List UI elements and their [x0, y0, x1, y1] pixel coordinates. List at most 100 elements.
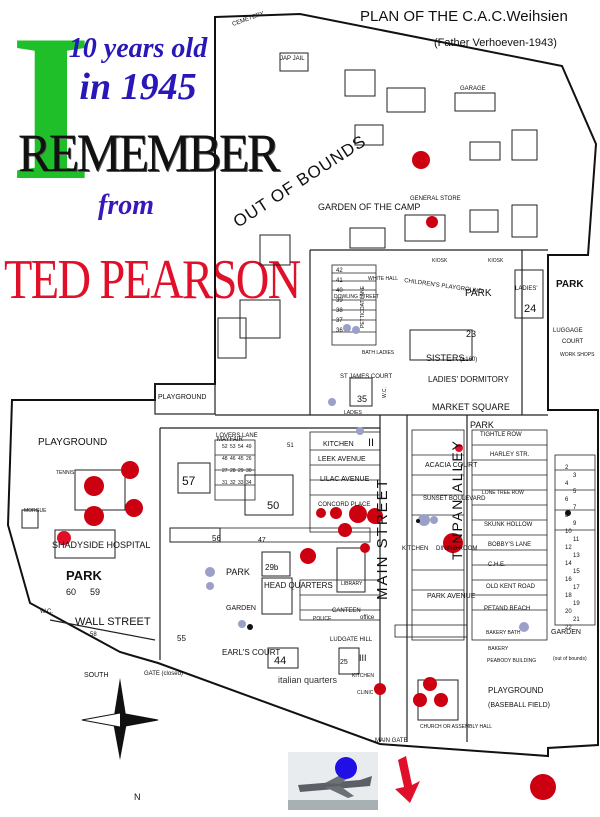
- label-concord-place: CONCORD PLACE: [318, 502, 370, 508]
- label-park-left: PARK: [66, 568, 102, 583]
- location-marker: [443, 533, 463, 553]
- location-marker: [423, 677, 437, 691]
- years-old-line: 10 years old: [68, 33, 208, 64]
- label-garden-camp: GARDEN OF THE CAMP: [318, 202, 420, 212]
- row-number-42: 42: [336, 268, 343, 274]
- label-skunk-hollow: SKUNK HOLLOW: [484, 522, 533, 528]
- label-luggage: LUGGAGE: [553, 328, 583, 334]
- label-playground-bottom: PLAYGROUND: [488, 686, 544, 695]
- label-che: C.H.E.: [488, 562, 506, 568]
- mid-number-48: 48: [222, 456, 228, 462]
- block-number-19: 19: [573, 601, 580, 607]
- label-b58: 58: [90, 632, 97, 638]
- location-marker: [360, 543, 370, 553]
- label-block-23: 23: [466, 329, 476, 339]
- location-marker: [335, 757, 357, 779]
- label-south: SOUTH: [84, 672, 109, 679]
- label-b56: 56: [212, 534, 221, 543]
- label-kiosk1: KIOSK: [432, 258, 448, 264]
- label-baker-bath: BAKERY BATH: [486, 630, 521, 636]
- mid-number-29: 29: [238, 468, 244, 474]
- label-sisters-count: (±160): [460, 357, 477, 363]
- label-italian-quarters: italian quarters: [278, 675, 338, 685]
- label-north: N: [134, 792, 141, 802]
- block-number-5: 5: [573, 489, 577, 495]
- block-number-4: 4: [565, 481, 569, 487]
- row-number-38: 38: [336, 308, 343, 314]
- compass-icon: [81, 678, 159, 760]
- row-blocks: [169, 264, 596, 641]
- label-out-of-bounds: OUT OF BOUNDS: [230, 131, 370, 231]
- label-church: CHURCH OR ASSEMBLY HALL: [420, 724, 492, 730]
- label-kitchen3: KITCHEN: [352, 673, 374, 679]
- label-old-kent-road: OLD KENT ROAD: [486, 584, 536, 590]
- block-number-22: 22: [565, 625, 572, 631]
- label-peabody: PEABODY BUILDING: [487, 658, 536, 664]
- location-marker: [57, 531, 71, 545]
- location-marker: [205, 567, 215, 577]
- from-word: from: [98, 190, 154, 221]
- label-shadyside: SHADYSIDE HOSPITAL: [52, 540, 150, 550]
- location-marker: [530, 774, 556, 800]
- outer-wall: [6, 12, 599, 758]
- year-line: in 1945: [79, 66, 197, 108]
- label-sisters: SISTERS: [426, 353, 465, 363]
- mid-number-26: 26: [246, 456, 252, 462]
- label-canteen: CANTEEN: [332, 608, 361, 614]
- location-marker: [328, 398, 336, 406]
- label-acacia-court: ACACIA COURT: [425, 462, 478, 469]
- label-kitchen-24: 24: [524, 303, 536, 315]
- label-petticoat-lane: PETTICOAT LANE: [360, 285, 366, 328]
- label-headquarters: HEAD QUARTERS: [264, 581, 333, 590]
- label-court: COURT: [562, 339, 584, 345]
- location-marker: [352, 326, 360, 334]
- label-b25: 25: [340, 659, 348, 666]
- remember-word: REMEMBER: [18, 123, 280, 183]
- label-main-gate: MAIN GATE: [375, 738, 408, 744]
- location-marker: [338, 523, 352, 537]
- mid-number-45: 45: [238, 456, 244, 462]
- mid-number-54: 54: [238, 444, 244, 450]
- label-park-right: PARK: [556, 279, 584, 290]
- location-marker: [374, 683, 386, 695]
- label-ladies-dormitory: LADIES' DORMITORY: [428, 375, 509, 384]
- label-bath-ladies: BATH LADIES: [362, 350, 395, 356]
- number-labels: 2345678910111213141516171819202122424140…: [222, 268, 580, 631]
- location-marker: [426, 216, 438, 228]
- location-marker: [418, 514, 430, 526]
- label-playground-left: PLAYGROUND: [38, 437, 107, 448]
- map-title: PLAN OF THE C.A.C.Weihsien: [360, 8, 568, 25]
- location-marker: [316, 508, 326, 518]
- label-dining-room: DINING ROOM: [436, 546, 477, 552]
- label-b55: 55: [177, 634, 186, 643]
- mid-number-27: 27: [222, 468, 228, 474]
- row-number-40: 40: [336, 288, 343, 294]
- label-wc: W.C.: [382, 387, 388, 398]
- block-number-10: 10: [565, 529, 572, 535]
- location-marker: [412, 151, 430, 169]
- label-b51: 51: [287, 443, 294, 449]
- label-garden-right: GARDEN: [551, 629, 581, 636]
- block-number-3: 3: [573, 473, 577, 479]
- label-bakery: BAKERY: [488, 646, 509, 652]
- label-ladies: LADIES': [515, 286, 538, 292]
- location-marker: [343, 324, 351, 332]
- label-clinic: CLINIC: [357, 690, 374, 696]
- location-marker: [565, 510, 571, 516]
- label-tight-row: TIGHTLE ROW: [480, 432, 522, 438]
- block-number-20: 20: [565, 609, 572, 615]
- location-marker: [356, 427, 364, 435]
- location-marker: [455, 444, 463, 452]
- label-kitchen1: KITCHEN: [402, 546, 428, 552]
- label-sunset-boulevard: SUNSET BOULEVARD: [423, 496, 486, 502]
- label-lone-tree-row: LONE TREE ROW: [482, 490, 524, 496]
- label-jap-jail: JAP JAIL: [280, 56, 305, 62]
- location-marker: [238, 620, 246, 628]
- location-marker: [125, 499, 143, 517]
- row-number-36: 36: [336, 328, 343, 334]
- label-market-park: PARK: [470, 420, 494, 430]
- label-tennis: TENNIS: [56, 470, 75, 476]
- label-ladies-small: LADIES: [344, 410, 362, 416]
- block-number-21: 21: [573, 617, 580, 623]
